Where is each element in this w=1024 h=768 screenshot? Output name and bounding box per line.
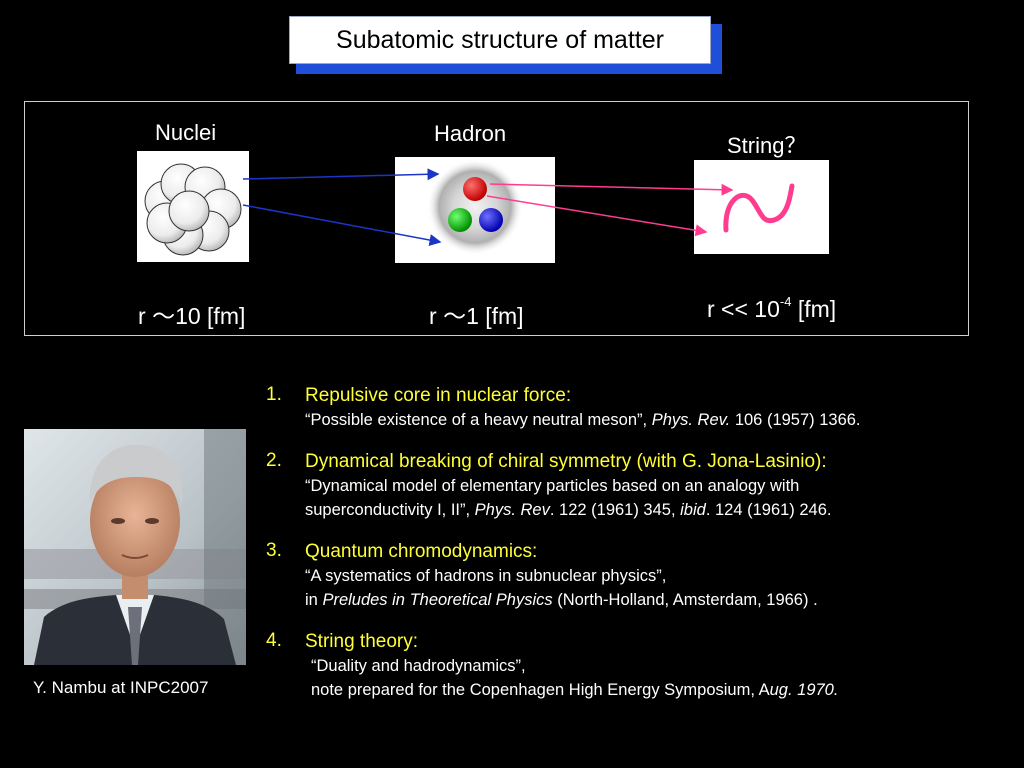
reference-list: 1. Repulsive core in nuclear force: “Pos… bbox=[266, 384, 1006, 720]
structure-panel bbox=[24, 101, 969, 336]
photo-caption: Y. Nambu at INPC2007 bbox=[33, 678, 209, 697]
red-quark-icon bbox=[463, 177, 487, 201]
reference-number: 3. bbox=[266, 540, 282, 561]
hadron-radius: r 〜1 [fm] bbox=[429, 303, 524, 329]
slide-title: Subatomic structure of matter bbox=[289, 16, 711, 64]
nuclei-radius: r 〜10 [fm] bbox=[138, 303, 246, 329]
hadron-label: Hadron bbox=[434, 121, 507, 146]
reference-item: 3. Quantum chromodynamics: “A systematic… bbox=[266, 540, 1006, 612]
string-label: String？ bbox=[727, 133, 807, 158]
arrow-nuclei-hadron-top bbox=[242, 168, 440, 181]
nambu-photo bbox=[24, 429, 246, 665]
reference-heading: String theory: bbox=[305, 631, 418, 652]
hadron-icon bbox=[427, 159, 523, 255]
reference-number: 4. bbox=[266, 630, 282, 651]
arrow-hadron-string-bottom bbox=[486, 195, 708, 237]
reference-heading: Repulsive core in nuclear force: bbox=[305, 385, 572, 406]
arrow-hadron-string-top bbox=[489, 183, 734, 196]
reference-heading: Dynamical breaking of chiral symmetry (w… bbox=[305, 451, 827, 472]
reference-number: 2. bbox=[266, 450, 282, 471]
string-radius: r << 10-4 [fm] bbox=[707, 294, 837, 322]
reference-item: 4. String theory: “Duality and hadrodyna… bbox=[266, 630, 1006, 702]
string-image bbox=[694, 160, 829, 254]
reference-citation: “Possible existence of a heavy neutral m… bbox=[305, 411, 861, 429]
reference-number: 1. bbox=[266, 384, 282, 405]
reference-citation: “Dynamical model of elementary particles… bbox=[305, 477, 832, 519]
reference-citation: “A systematics of hadrons in subnuclear … bbox=[305, 567, 818, 609]
arrow-nuclei-hadron-bottom bbox=[242, 204, 442, 246]
portrait-image bbox=[24, 429, 246, 665]
nuclei-label: Nuclei bbox=[155, 120, 217, 145]
green-quark-icon bbox=[448, 208, 472, 232]
nuclei-image bbox=[137, 151, 249, 262]
reference-item: 1. Repulsive core in nuclear force: “Pos… bbox=[266, 384, 1006, 432]
blue-quark-icon bbox=[479, 208, 503, 232]
reference-item: 2. Dynamical breaking of chiral symmetry… bbox=[266, 450, 1006, 522]
nucleus-icon bbox=[144, 163, 242, 256]
string-icon bbox=[723, 183, 795, 233]
reference-citation: “Duality and hadrodynamics”, note prepar… bbox=[311, 657, 839, 699]
reference-heading: Quantum chromodynamics: bbox=[305, 541, 538, 562]
